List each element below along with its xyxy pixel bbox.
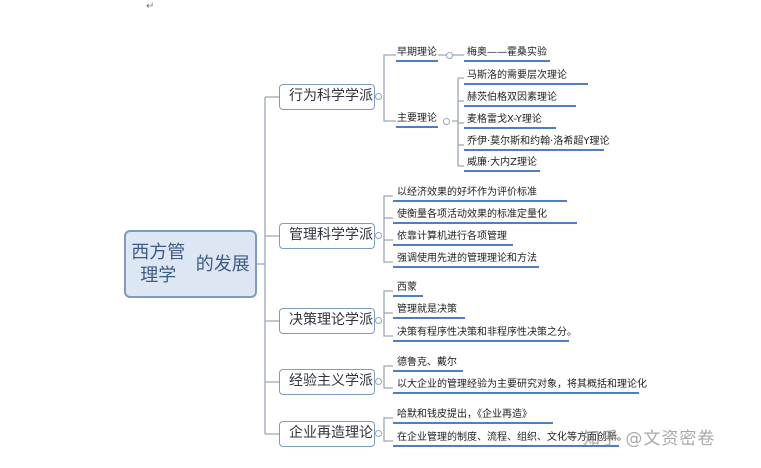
node-underline [393, 317, 465, 319]
node-underline [464, 83, 588, 85]
node-morse-lorsch[interactable]: 乔伊·莫尔斯和约翰·洛希超Y理论 [467, 136, 610, 147]
node-underline [464, 105, 576, 107]
node-underline [393, 244, 513, 246]
branch-behavior-science[interactable]: 行为科学学派 [279, 84, 375, 110]
management-connector [383, 195, 393, 263]
branch-management-science[interactable]: 管理科学学派 [279, 223, 375, 249]
node-early-theory[interactable]: 早期理论 [397, 47, 437, 58]
node-underline [393, 295, 423, 297]
node-mgmt-item-2[interactable]: 使衡量各项活动效果的标准定量化 [397, 209, 547, 220]
node-underline [393, 222, 577, 224]
root-title-line2: 的发展 [195, 253, 250, 275]
collapse-toggle-early[interactable] [446, 52, 453, 59]
collapse-toggle-decision[interactable] [375, 317, 382, 324]
collapse-toggle-reengineering[interactable] [375, 430, 382, 437]
branch-empiricism[interactable]: 经验主义学派 [279, 369, 375, 395]
node-underline [393, 266, 539, 268]
node-decision-item-1[interactable]: 西蒙 [397, 282, 417, 293]
node-maslow[interactable]: 马斯洛的需要层次理论 [467, 70, 567, 81]
return-mark: ↵ [146, 1, 155, 12]
node-underline [393, 340, 569, 342]
node-mgmt-item-3[interactable]: 依靠计算机进行各项管理 [397, 231, 507, 242]
collapse-toggle-main[interactable] [443, 118, 450, 125]
node-underline [464, 149, 604, 151]
node-mgmt-item-1[interactable]: 以经济效果的好坏作为评价标准 [397, 187, 537, 198]
root-connector [257, 96, 279, 435]
node-empirical-item-1[interactable]: 德鲁克、戴尔 [397, 357, 457, 368]
node-decision-item-3[interactable]: 决策有程序性决策和非程序性决策之分。 [397, 327, 577, 338]
node-reeng-item-1[interactable]: 哈默和钱皮提出，《企业再造》 [397, 409, 532, 420]
node-underline [464, 170, 540, 172]
main-connector [452, 77, 464, 167]
reengineering-connector [383, 417, 393, 442]
branch-reengineering[interactable]: 企业再造理论 [279, 421, 375, 447]
node-underline [396, 60, 438, 62]
behavior-connector [383, 54, 396, 122]
node-mcgregor[interactable]: 麦格雷戈X-Y理论 [467, 114, 542, 125]
root-node[interactable]: 西方管理学 的发展 [124, 230, 257, 298]
node-mayo-hawthorne[interactable]: 梅奥——霍桑实验 [467, 47, 547, 58]
node-underline [464, 127, 556, 129]
node-underline [396, 126, 438, 128]
node-underline [464, 60, 550, 62]
node-herzberg[interactable]: 赫茨伯格双因素理论 [467, 92, 557, 103]
node-underline [393, 200, 567, 202]
node-underline [393, 370, 463, 372]
node-main-theory[interactable]: 主要理论 [397, 113, 437, 124]
collapse-toggle-empirical[interactable] [375, 378, 382, 385]
node-empirical-item-2[interactable]: 以大企业的管理经验为主要研究对象，将其概括和理论化 [397, 379, 647, 390]
collapse-toggle-behavior[interactable] [375, 93, 382, 100]
decision-connector [383, 290, 393, 337]
node-underline [393, 445, 619, 447]
node-underline [393, 422, 553, 424]
node-mgmt-item-4[interactable]: 强调使用先进的管理理论和方法 [397, 253, 537, 264]
node-ouchi[interactable]: 威廉·大内Z理论 [467, 157, 538, 168]
empirical-connector [383, 365, 393, 389]
watermark: 知乎 @文资密卷 [583, 429, 716, 449]
root-title-line1: 西方管理学 [131, 242, 186, 286]
collapse-toggle-management[interactable] [375, 232, 382, 239]
node-reeng-item-2[interactable]: 在企业管理的制度、流程、组织、文化等方面创新。 [397, 432, 627, 443]
node-underline [393, 392, 639, 394]
node-decision-item-2[interactable]: 管理就是决策 [397, 304, 457, 315]
branch-decision-theory[interactable]: 决策理论学派 [279, 308, 375, 334]
